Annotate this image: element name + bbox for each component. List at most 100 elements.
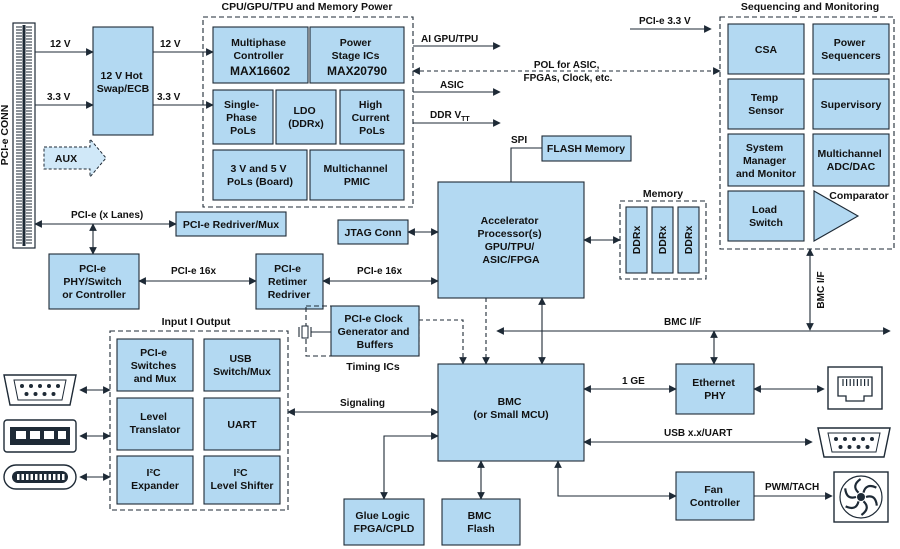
label-pcie16-b: PCI-e 16x [357,266,402,277]
label-asic: ASIC [440,80,464,91]
label-12v-out: 12 V [160,39,181,50]
pcie-switches-label: PCI-e Switches and Mux [131,347,179,385]
temp-sensor-block [727,78,805,130]
bmc-label: BMC (or Small MCU) [473,396,548,421]
rj45-jack-icon [827,366,883,410]
label-1ge: 1 GE [622,376,645,387]
crystal-icon [298,325,331,339]
hot-swap-label: 12 V Hot Swap/ECB [97,70,150,95]
power-stage-label: Power Stage ICs MAX20790 [327,37,387,78]
load-switch-block [727,190,805,242]
i2c-level-shifter-block [203,455,281,505]
comparator-label: Comparator [829,190,889,202]
label-12v-in: 12 V [50,39,71,50]
fan-icon [833,471,889,523]
ddr-block-2 [651,206,674,274]
ddr-block-3 [677,206,700,274]
bmc-flash-block [441,498,521,546]
supervisory-block [812,78,890,130]
label-pcie-lanes: PCI-e (x Lanes) [71,210,143,221]
label-pol-asic: POL for ASIC, FPGAs, Clock, etc. [524,60,613,84]
retimer-block [255,253,324,310]
uart-block [203,397,281,451]
bmc-block [437,363,585,462]
cpu-power-group [202,16,414,208]
temp-sensor-label: Temp Sensor [748,92,784,117]
phy-switch-label: PCI-e PHY/Switch or Controller [62,263,126,301]
ldo-label: LDO (DDRx) [288,105,324,130]
label-pwm-tach: PWM/TACH [765,482,819,493]
label-signaling: Signaling [340,398,385,409]
label-bmc-if-vertical: BMC I/F [816,271,827,308]
label-usb-uart: USB x.x/UART [664,428,732,439]
io-group-title: Input I Output [162,316,231,328]
sys-mgr-label: System Manager and Monitor [736,142,796,180]
accelerator-label: Accelerator Processor(s) GPU/TPU/ ASIC/F… [477,215,544,266]
aux-arrow [43,137,107,179]
ethernet-phy-block [675,363,755,415]
flash-memory-block [541,135,632,162]
redriver-mux-block [175,211,287,237]
retimer-label: PCI-e Retimer Redriver [268,263,311,301]
io-group [109,330,289,511]
ethernet-phy-label: Ethernet PHY [692,377,738,402]
redriver-mux-label: PCI-e Redriver/Mux [183,219,279,231]
pcie-switches-block [116,338,194,392]
label-pcie16-a: PCI-e 16x [171,266,216,277]
i2c-expander-block [116,455,194,505]
ddr-label-3: DDRx [683,226,695,255]
usb-switch-block [203,338,281,392]
jtag-label: JTAG Conn [345,227,402,239]
load-switch-label: Load Switch [749,204,783,229]
timing-group-title: Timing ICs [346,361,400,373]
label-33v-out: 3.3 V [157,92,181,103]
accelerator-block [437,181,585,299]
level-translator-block [116,397,194,451]
db9-connector-icon [3,374,77,406]
label-spi: SPI [511,135,527,146]
serial-port-icon [817,427,891,458]
i2c-level-shifter-label: I²C Level Shifter [210,467,273,492]
single-phase-block [212,89,274,145]
hot-swap-block [92,26,154,136]
glue-logic-block [343,498,425,546]
clock-gen-block [330,305,420,357]
level-translator-label: Level Translator [130,411,181,436]
usb-a-connector-icon [3,419,77,453]
label-ddr-vtt: DDR VTT [430,110,470,123]
seq-group-title: Sequencing and Monitoring [741,1,879,13]
ddr-label-2: DDRx [657,226,669,255]
i2c-expander-label: I²C Expander [131,467,179,492]
pmic-block [309,149,405,201]
label-ai-gpu: AI GPU/TPU [421,34,478,45]
fan-controller-block [675,471,755,521]
pol-board-label: 3 V and 5 V PoLs (Board) [227,163,293,188]
flash-memory-label: FLASH Memory [547,143,625,155]
pcie-conn-label: PCI-e CONN [0,105,11,166]
pcie-slot-icon [12,22,36,249]
label-bmc-if: BMC I/F [664,317,701,328]
pmic-label: Multichannel PMIC [323,163,390,188]
power-seq-label: Power Sequencers [821,37,881,62]
usb-c-connector-icon [3,464,77,490]
phy-switch-block [48,253,140,310]
supervisory-label: Supervisory [821,99,882,111]
adc-dac-label: Multichannel ADC/DAC [817,148,884,173]
label-pcie-33v: PCI-e 3.3 V [639,16,691,27]
label-33v-in: 3.3 V [47,92,71,103]
memory-group-title: Memory [643,188,683,200]
glue-logic-label: Glue Logic FPGA/CPLD [354,510,415,535]
uart-label: UART [227,419,257,431]
ddr-block-1 [625,206,648,274]
multiphase-label: Multiphase Controller MAX16602 [230,37,290,78]
high-current-label: High Current PoLs [352,99,393,137]
high-current-block [339,89,405,145]
single-phase-label: Single- Phase PoLs [224,99,262,137]
pol-board-block [212,149,308,201]
cpu-power-group-title: CPU/GPU/TPU and Memory Power [222,1,393,13]
adc-dac-block [812,133,890,187]
ddr-label-1: DDRx [631,226,643,255]
usb-switch-label: USB Switch/Mux [213,353,271,378]
sys-mgr-block [727,133,805,187]
